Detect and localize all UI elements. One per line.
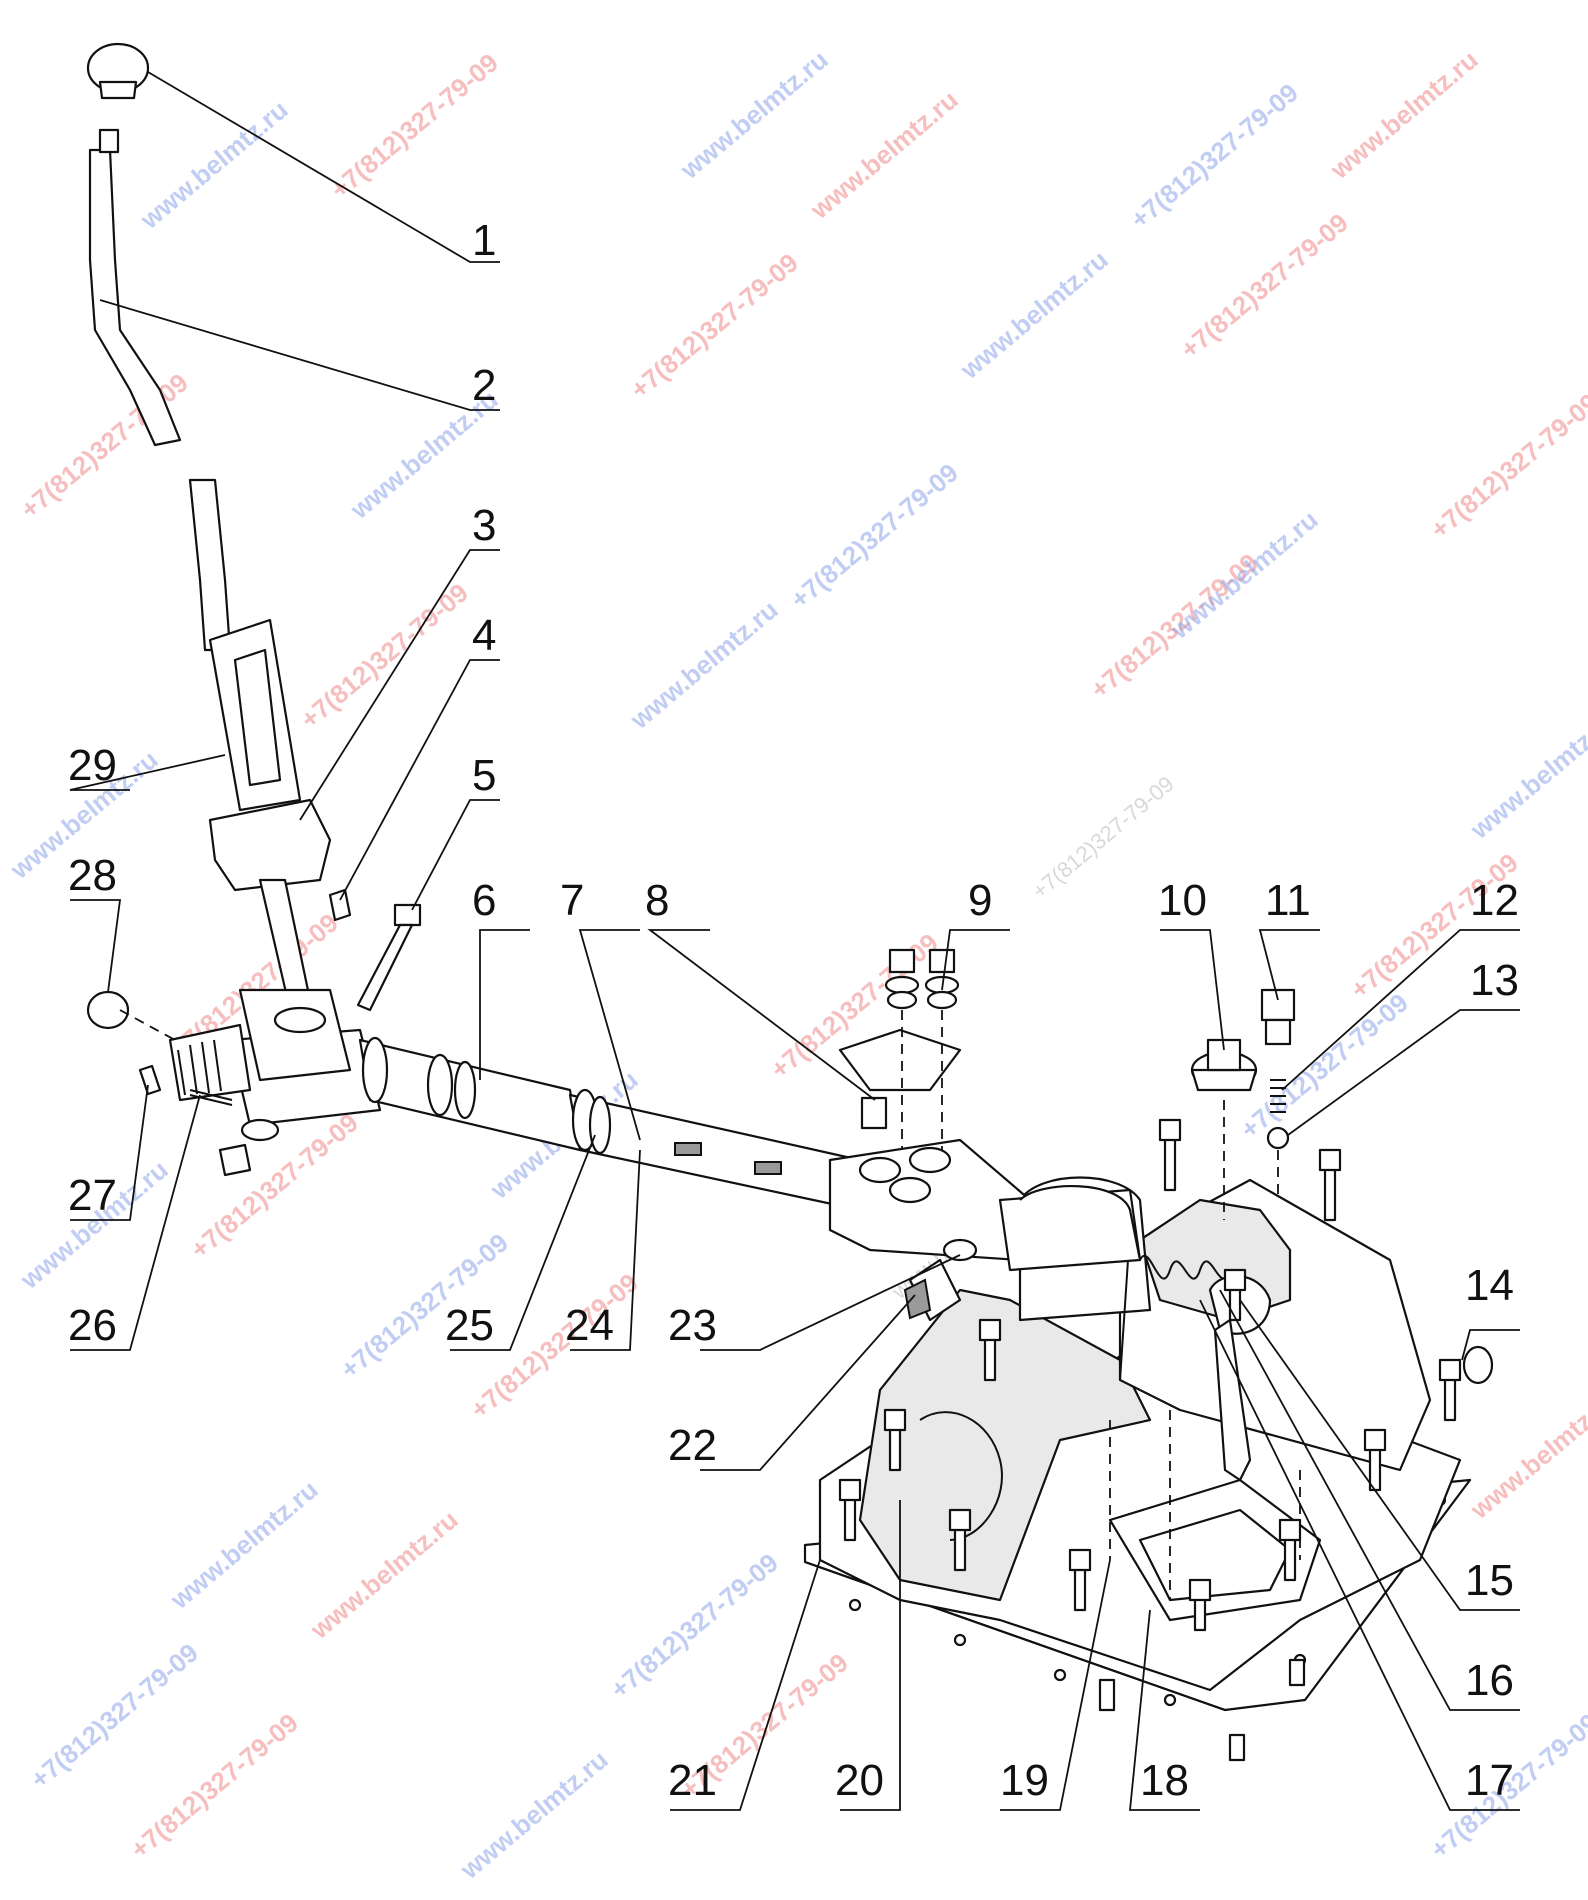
callout-15: 15	[1465, 1556, 1514, 1605]
watermark-site: www.belmtz.ru	[164, 1474, 324, 1615]
callout-28: 28	[68, 851, 117, 900]
watermark-site: www.belmtz.ru	[624, 594, 784, 735]
watermark-phone: +7(812)327-79-09	[15, 367, 194, 524]
watermark-phone: +7(812)327-79-09	[605, 1547, 784, 1704]
callout-10: 10	[1158, 876, 1207, 925]
callout-2: 2	[472, 361, 496, 410]
watermark-site: www.belmtz.ru	[1464, 1384, 1588, 1525]
watermark-phone: +7(812)327-79-09	[625, 247, 804, 404]
callout-29: 29	[68, 741, 117, 790]
watermark-site: www.belmtz.ru	[1324, 44, 1484, 185]
housing-bolts	[838, 1118, 1462, 1762]
watermark-phone: +7(812)327-79-09	[1175, 207, 1354, 364]
callout-13: 13	[1470, 956, 1519, 1005]
watermark-site: www.belmtz.ru	[674, 44, 834, 185]
watermark-phone: +7(812)327-79-09	[295, 577, 474, 734]
leader-lines	[69, 71, 1520, 1811]
watermark-phone: +7(812)327-79-09	[25, 1637, 204, 1794]
shaft-assembly	[228, 1028, 1142, 1272]
callout-6: 6	[472, 876, 496, 925]
callout-25: 25	[445, 1301, 494, 1350]
gearbox-housing	[818, 1176, 1462, 1692]
watermark-site: www.belmtz.ru	[954, 244, 1114, 385]
watermark-site: www.belmtz.ru	[304, 1504, 464, 1645]
callout-3: 3	[472, 501, 496, 550]
callout-8: 8	[645, 876, 669, 925]
watermark-phone: +7(812)327-79-09	[1125, 77, 1304, 234]
callout-4: 4	[472, 611, 496, 660]
watermark-site: www.belmtz.ru	[454, 1744, 614, 1885]
watermark-site: www.belmtz.ru	[1464, 704, 1588, 845]
shift-lever-assembly	[86, 42, 422, 1177]
callout-24: 24	[565, 1301, 614, 1350]
callout-21: 21	[668, 1756, 717, 1805]
callout-16: 16	[1465, 1656, 1514, 1705]
callout-19: 19	[1000, 1756, 1049, 1805]
sensor-assembly	[903, 1238, 978, 1322]
callout-22: 22	[668, 1421, 717, 1470]
watermark-site: www.belmtz.ru	[1164, 504, 1324, 645]
callout-17: 17	[1465, 1756, 1514, 1805]
callout-23: 23	[668, 1301, 717, 1350]
watermark-phone: +7(812)327-79-09	[125, 1707, 304, 1864]
callout-5: 5	[472, 751, 496, 800]
watermark-phone: +7(812)327-79-09	[1425, 387, 1588, 544]
callout-12: 12	[1470, 876, 1519, 925]
callout-20: 20	[835, 1756, 884, 1805]
watermark-site: www.belmtz.ru	[804, 84, 964, 225]
watermark-site: www.belmtz.ru	[134, 94, 294, 235]
watermark-phone: +7(812)327-79-09	[785, 457, 964, 614]
callout-27: 27	[68, 1171, 117, 1220]
watermark-phone: +7(812)327-79-09	[1027, 771, 1178, 904]
callout-11: 11	[1265, 876, 1311, 925]
callout-18: 18	[1140, 1756, 1189, 1805]
callout-9: 9	[968, 876, 992, 925]
callout-14: 14	[1465, 1261, 1514, 1310]
callout-7: 7	[560, 876, 584, 925]
watermark-phone: +7(812)327-79-09	[325, 47, 504, 204]
callout-labels: 1 2 3 4 5 6 7 8 9 10 11 12 13 14 15 16 1…	[68, 216, 1519, 1805]
cover-and-plugs	[838, 948, 1494, 1600]
callout-1: 1	[472, 216, 496, 265]
callout-26: 26	[68, 1301, 117, 1350]
